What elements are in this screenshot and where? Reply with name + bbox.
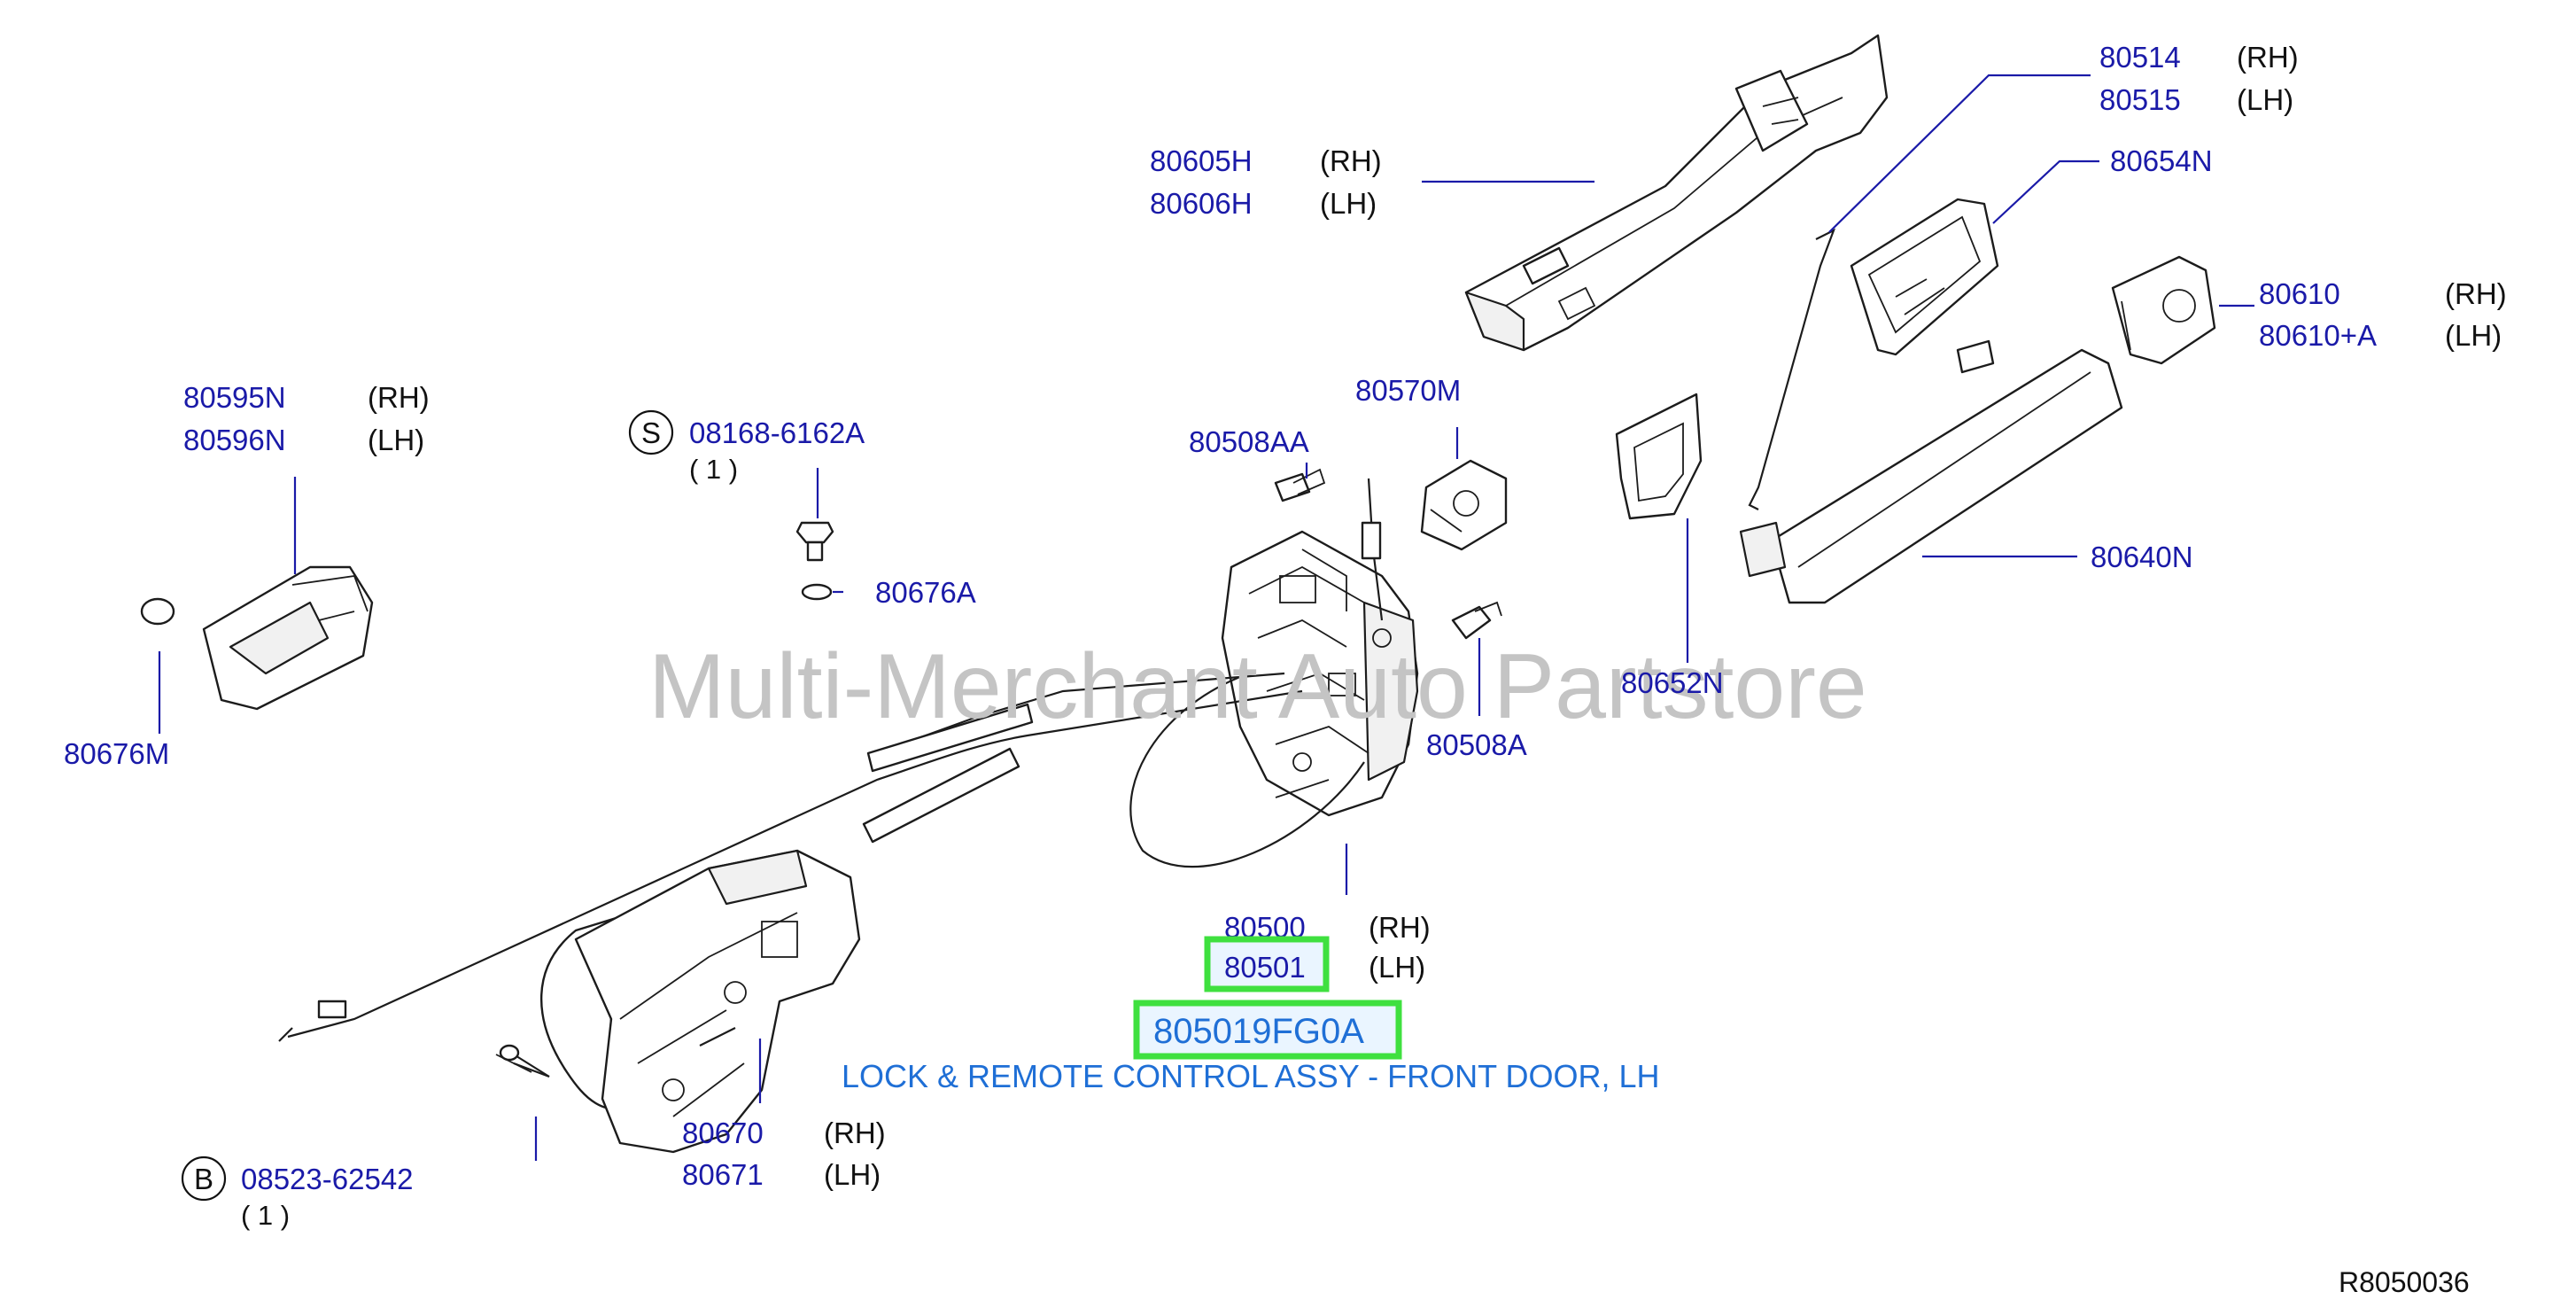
cable-sleeves [862,703,1034,844]
door-lock-cover [1420,459,1508,551]
label-80654n[interactable]: 80654N [2110,144,2213,177]
label-80508aa[interactable]: 80508AA [1189,425,1309,458]
label-80501[interactable]: 80501 [1224,951,1306,984]
label-80676a[interactable]: 80676A [875,576,976,609]
label-80515-side: (LH) [2237,83,2293,116]
label-80605h-side: (RH) [1320,144,1382,177]
label-80595n[interactable]: 80595N [183,381,286,414]
label-80676m[interactable]: 80676M [64,737,169,770]
b-symbol-letter: B [194,1163,213,1195]
highlight-part-number-box [1133,1000,1402,1060]
handle-gasket [1850,198,1999,356]
label-80514[interactable]: 80514 [2099,41,2181,74]
label-80501-side: (LH) [1369,951,1425,984]
label-80671[interactable]: 80671 [682,1158,764,1191]
highlighted-part-number[interactable]: 805019FG0A [1153,1012,1364,1051]
watermark: Multi-Merchant Auto Partstore [648,635,1867,738]
highlighted-part-description: LOCK & REMOTE CONTROL ASSY - FRONT DOOR,… [842,1058,1659,1094]
lock-screw-aa [1274,468,1326,502]
s-symbol: S [628,409,674,455]
highlight-80501-box [1204,936,1330,992]
label-80508a[interactable]: 80508A [1426,728,1527,761]
label-80515[interactable]: 80515 [2099,83,2181,116]
label-80670-side: (RH) [824,1117,886,1149]
label-80610a[interactable]: 80610+A [2259,319,2377,352]
diagram-reference: R8050036 [2339,1266,2470,1298]
label-80596n-side: (LH) [368,424,424,456]
label-80500-side: (RH) [1369,911,1431,944]
label-80606h[interactable]: 80606H [1150,187,1253,220]
b-symbol: B [181,1155,227,1202]
label-80596n[interactable]: 80596N [183,424,286,456]
label-08523-62542[interactable]: 08523-62542 [241,1163,414,1195]
label-80610[interactable]: 80610 [2259,277,2340,310]
label-80514-side: (RH) [2237,41,2299,74]
outside-handle-grip [1739,339,2123,604]
label-80640n[interactable]: 80640N [2091,541,2193,573]
inside-handle [495,849,861,1154]
outside-handle-frame [1464,34,1889,352]
outside-handle-rod [1748,228,1836,510]
label-80610a-side: (LH) [2445,319,2502,352]
washer-80676a [801,583,833,601]
lock-screw-a [1451,601,1502,640]
inside-handle-escutcheon [202,565,374,711]
grip-gasket [1615,393,1703,520]
label-80570m[interactable]: 80570M [1355,374,1461,407]
label-80595n-side: (RH) [368,381,430,414]
escutcheon-cap [140,597,175,626]
label-80606h-side: (LH) [1320,187,1377,220]
lock-assembly [1221,530,1419,817]
label-80671-side: (LH) [824,1158,881,1191]
bolt-08523 [499,1044,550,1078]
label-08168-6162a[interactable]: 08168-6162A [689,416,865,449]
label-80652n[interactable]: 80652N [1621,666,1724,699]
label-80670[interactable]: 80670 [682,1117,764,1149]
screw-08168 [795,521,834,562]
leader-lines [158,74,2254,1161]
label-08523-qty: ( 1 ) [241,1200,290,1231]
label-08168-qty: ( 1 ) [689,454,738,485]
s-symbol-letter: S [641,416,661,449]
label-80605h[interactable]: 80605H [1150,144,1253,177]
label-80610-side: (RH) [2445,277,2507,310]
key-cylinder-escutcheon [2111,255,2216,365]
